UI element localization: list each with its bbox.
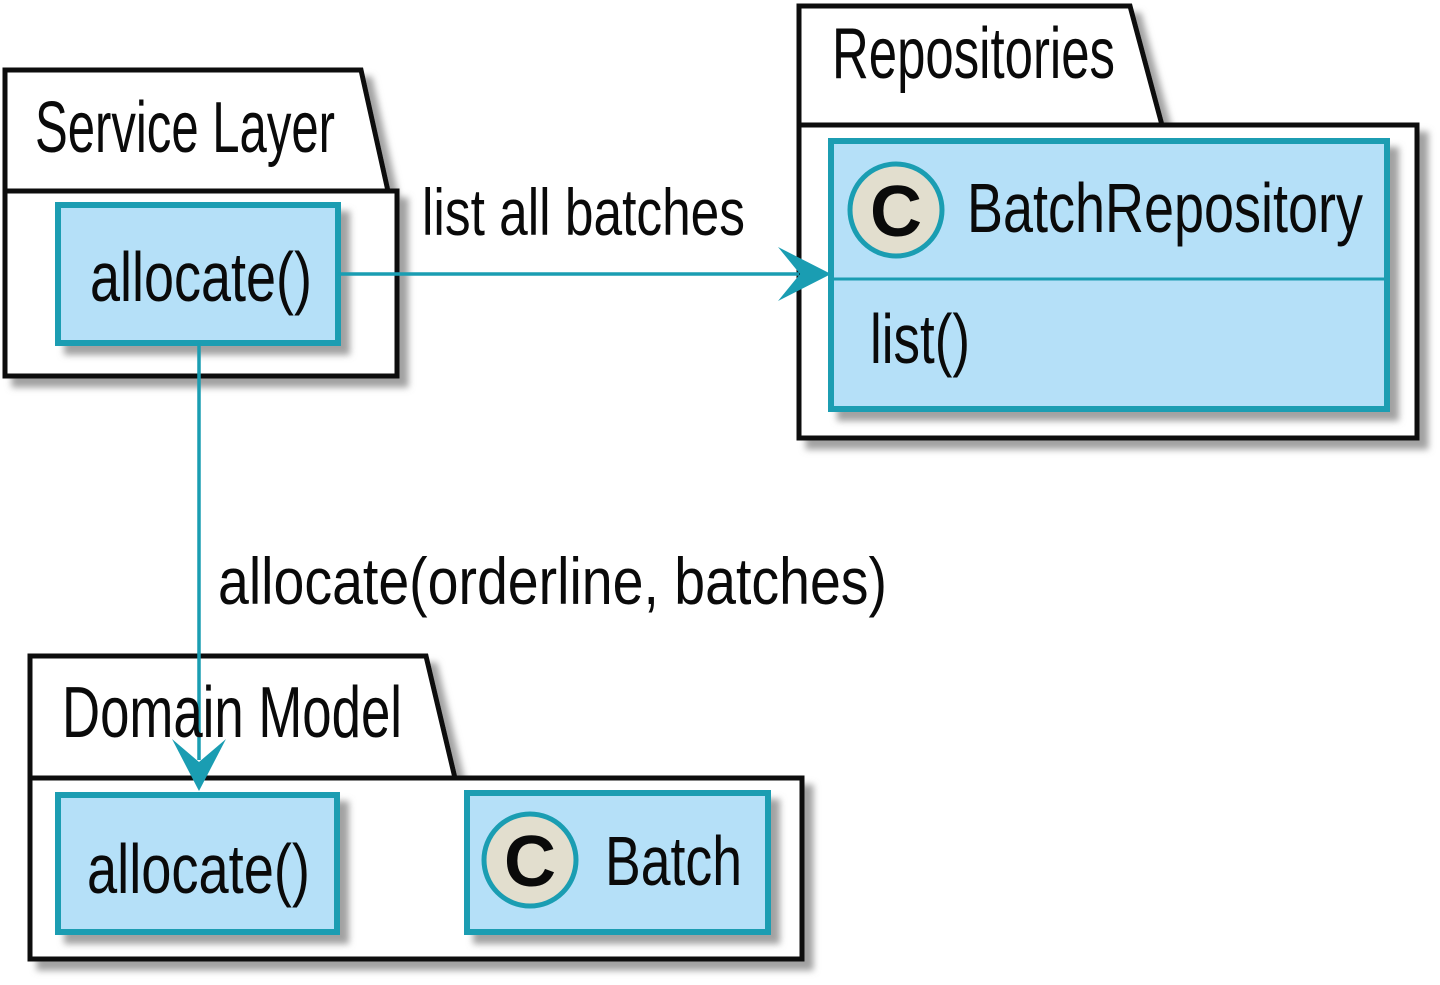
arrowhead-down-icon <box>172 739 226 791</box>
package-title-service-layer: Service Layer <box>35 88 335 168</box>
batch-repository-method: list() <box>870 300 970 378</box>
package-title-repositories: Repositories <box>832 14 1115 94</box>
batch-repository-name: BatchRepository <box>967 169 1363 247</box>
domain-allocate-label: allocate() <box>87 830 310 908</box>
package-tab <box>796 3 1166 128</box>
arrowhead-right-icon <box>778 247 831 301</box>
arrow-allocate-call <box>172 343 226 791</box>
batch-repository-class <box>828 138 1390 412</box>
class-icon <box>847 161 945 259</box>
batch-class <box>464 790 771 935</box>
class-icon <box>481 811 579 909</box>
domain-allocate-box <box>55 792 340 935</box>
arrow-label-list-all-batches: list all batches <box>422 175 745 249</box>
class-icon-letter: C <box>504 822 556 902</box>
domain-allocate-rect <box>55 792 340 935</box>
package-title-domain-model: Domain Model <box>62 673 402 753</box>
service-allocate-label: allocate() <box>90 238 312 316</box>
package-tab <box>27 653 459 781</box>
batch-class-name: Batch <box>605 822 742 900</box>
package-tab <box>2 67 392 194</box>
class-icon-letter: C <box>870 172 922 252</box>
arrow-list-all-batches <box>338 247 831 301</box>
arrow-label-allocate-call: allocate(orderline, batches) <box>218 544 887 618</box>
